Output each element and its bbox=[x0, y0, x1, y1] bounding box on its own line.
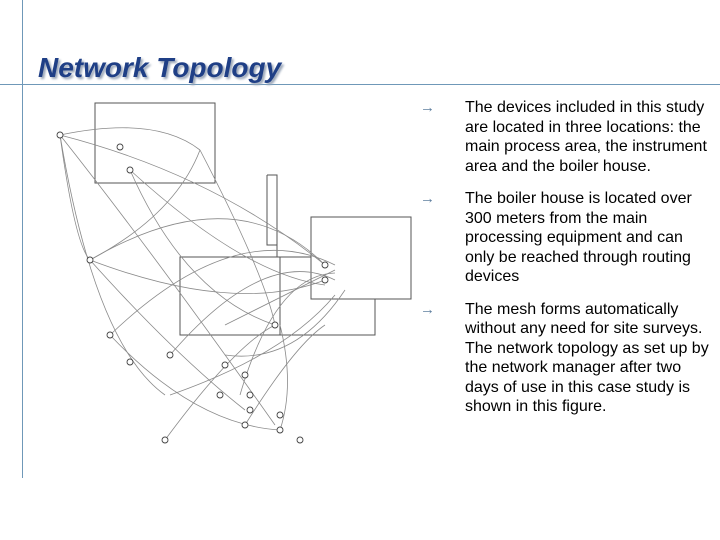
bullet-text: The devices included in this study are l… bbox=[465, 99, 707, 175]
horizontal-rule bbox=[0, 84, 720, 85]
instrument-area bbox=[310, 216, 412, 300]
right-arrow-icon: → bbox=[420, 300, 435, 318]
network-topology-figure bbox=[56, 102, 412, 444]
bullet-text: The boiler house is located over 300 met… bbox=[465, 190, 692, 285]
bullet-item: → The devices included in this study are… bbox=[420, 98, 712, 176]
vertical-rule bbox=[22, 0, 23, 478]
boiler-house-area bbox=[94, 102, 216, 184]
right-arrow-icon: → bbox=[420, 190, 435, 207]
bullet-item: → The mesh forms automatically without a… bbox=[420, 300, 712, 417]
bullet-text: The mesh forms automatically without any… bbox=[465, 300, 709, 416]
control-room-area bbox=[179, 256, 281, 336]
bullet-list: → The devices included in this study are… bbox=[420, 98, 712, 430]
right-arrow-icon: → bbox=[420, 99, 435, 116]
bullet-item: → The boiler house is located over 300 m… bbox=[420, 189, 712, 287]
slide-title: Network Topology bbox=[38, 52, 282, 83]
